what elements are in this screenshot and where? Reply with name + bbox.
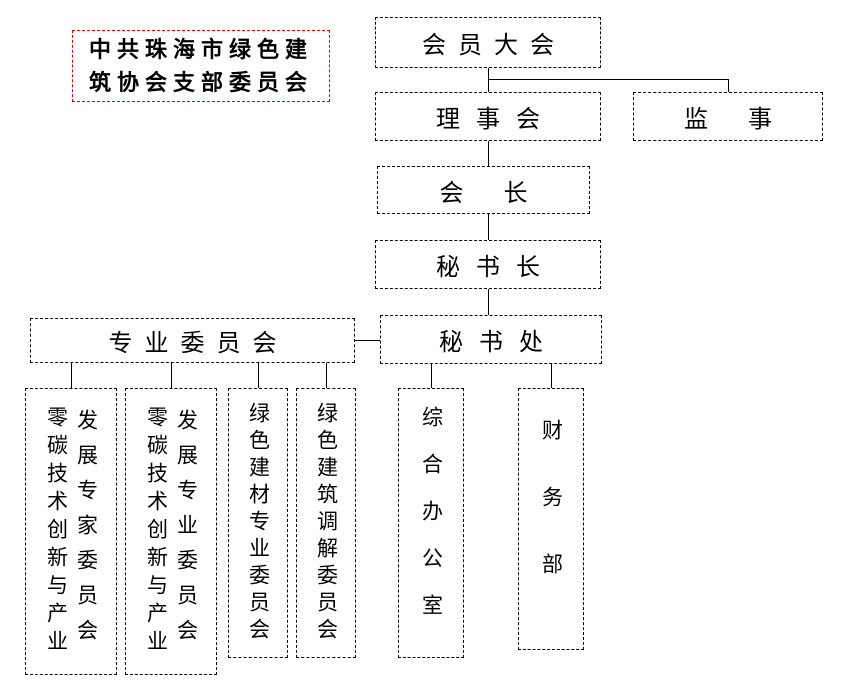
connector-president-secretary-general — [488, 214, 489, 240]
node-council-label: 理事会 — [436, 107, 556, 133]
connector-assembly-council — [488, 68, 489, 92]
node-committee-green-building-mediation: 绿色建筑调解委员会 — [296, 388, 356, 658]
general-office-label: 综合办公室 — [419, 405, 444, 641]
committee-green-materials-col1: 绿色建材专业委员会 — [246, 401, 271, 645]
node-professional-committee-label: 专业委员会 — [108, 331, 289, 357]
node-committee-green-materials: 绿色建材专业委员会 — [228, 388, 288, 658]
node-secretariat-label: 秘书处 — [439, 330, 559, 356]
connector-secretary-general-secretariat — [488, 289, 489, 315]
committee-zero-carbon-professional-col1: 零碳技术创新与产业 — [144, 405, 169, 658]
node-committee-zero-carbon-expert: 零碳技术创新与产业 发展专家委员会 — [25, 388, 117, 675]
node-secretary-general-label: 秘书长 — [436, 255, 556, 281]
party-branch-line2: 筑协会支部委员会 — [88, 70, 313, 95]
committee-zero-carbon-expert-col1: 零碳技术创新与产业 — [44, 405, 69, 658]
connector-secretariat-general-office — [431, 364, 432, 388]
committee-green-building-mediation-col1: 绿色建筑调解委员会 — [314, 401, 339, 645]
connector-council-president — [488, 141, 489, 166]
party-branch-box: 中共珠海市绿色建 筑协会支部委员会 — [72, 30, 330, 102]
node-member-assembly: 会员大会 — [375, 17, 601, 68]
connector-assembly-supervisor-horizontal — [488, 79, 728, 80]
party-branch-line1: 中共珠海市绿色建 — [88, 37, 313, 62]
node-supervisor-label: 监事 — [684, 107, 812, 133]
node-council: 理事会 — [375, 92, 601, 141]
node-president: 会长 — [377, 166, 590, 214]
node-professional-committee: 专业委员会 — [30, 318, 355, 363]
node-finance-department: 财务部 — [518, 388, 584, 650]
node-committee-zero-carbon-professional: 零碳技术创新与产业 发展专业委员会 — [125, 388, 217, 675]
connector-professional-committee-secretariat — [355, 340, 380, 341]
connector-profcom-green-building-mediation — [326, 363, 327, 388]
connector-profcom-zero-carbon-expert — [71, 363, 72, 388]
committee-zero-carbon-professional-col2: 发展专业委员会 — [174, 409, 199, 654]
node-supervisor: 监事 — [633, 92, 823, 141]
node-general-office: 综合办公室 — [398, 388, 464, 658]
node-secretariat: 秘书处 — [380, 315, 602, 364]
connector-profcom-green-materials — [258, 363, 259, 388]
connector-supervisor-vertical — [728, 79, 729, 92]
node-member-assembly-label: 会员大会 — [422, 33, 566, 59]
node-secretary-general: 秘书长 — [375, 240, 601, 289]
node-president-label: 会长 — [439, 180, 568, 207]
connector-secretariat-finance-department — [551, 364, 552, 388]
connector-profcom-zero-carbon-professional — [171, 363, 172, 388]
committee-zero-carbon-expert-col2: 发展专家委员会 — [74, 409, 99, 654]
finance-department-label: 财务部 — [539, 418, 564, 620]
